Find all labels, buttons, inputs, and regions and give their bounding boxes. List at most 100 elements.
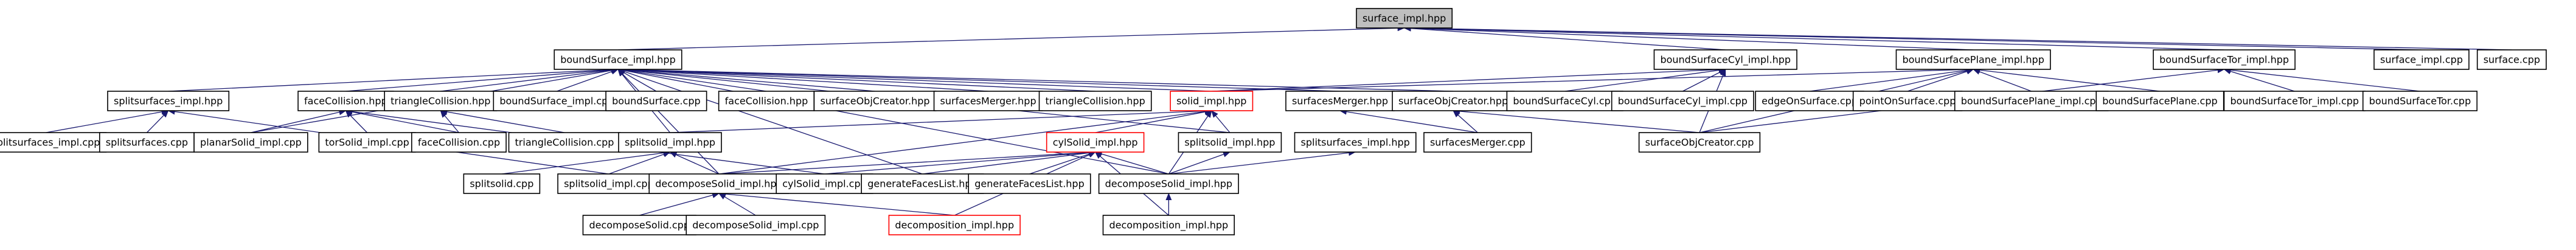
edge-19: [617, 69, 720, 175]
include-edge: [1973, 67, 2161, 92]
node-boundSurfaceTor-impl-hpp[interactable]: boundSurfaceTor_impl.hpp: [2153, 49, 2296, 70]
node-label: faceCollision.hpp: [725, 95, 808, 107]
include-edge: [501, 150, 671, 175]
node-generateFacesList-hpp-b[interactable]: generateFacesList.hpp: [968, 173, 1091, 194]
include-edge: [1094, 151, 1169, 175]
node-label: torSolid_impl.cpp: [325, 137, 409, 149]
node-box: [1423, 132, 1532, 153]
node-boundSurfacePlane-impl-cpp[interactable]: boundSurfacePlane_impl.cpp: [1954, 91, 2109, 111]
node-label: splitsolid_impl.hpp: [625, 137, 715, 149]
include-edge: [1029, 151, 1096, 175]
include-edge: [1453, 110, 1478, 133]
node-boundSurfaceTor-impl-cpp[interactable]: boundSurfaceTor_impl.cpp: [2223, 91, 2366, 111]
node-boundSurface-impl-cpp[interactable]: boundSurface_impl.cpp: [493, 91, 621, 111]
node-boundSurfaceCyl-impl-cpp[interactable]: boundSurfaceCyl_impl.cpp: [1611, 91, 1754, 111]
node-box: [297, 91, 394, 111]
node-splitsurfaces-impl-cpp[interactable]: splitsurfaces_impl.cpp: [0, 132, 107, 153]
node-boundSurfaceCyl-cpp[interactable]: boundSurfaceCyl.cpp: [1506, 91, 1623, 111]
node-faceCollision-cpp[interactable]: faceCollision.cpp: [411, 132, 507, 153]
edge-26: [1682, 69, 1726, 92]
node-decomposeSolid-impl-hpp-a[interactable]: decomposeSolid_impl.hpp: [648, 173, 790, 194]
include-edge: [557, 68, 619, 92]
node-edgeOnSurface-cpp[interactable]: edgeOnSurface.cpp: [1755, 91, 1864, 111]
edge-3: [1403, 25, 2224, 50]
node-decomposition-impl-hpp[interactable]: decomposition_impl.hpp: [1102, 215, 1235, 235]
include-edge: [1453, 108, 1700, 133]
node-box: [776, 173, 873, 194]
node-splitsolid-impl-cpp[interactable]: splitsolid_impl.cpp: [557, 173, 661, 194]
node-torSolid-impl-cpp[interactable]: torSolid_impl.cpp: [318, 132, 416, 153]
node-surface-cpp[interactable]: surface.cpp: [2476, 49, 2547, 70]
node-solid-impl-hpp[interactable]: solid_impl.hpp: [1170, 91, 1254, 111]
include-edge: [639, 192, 720, 216]
node-surfacesMerger-hpp-b[interactable]: surfacesMerger.hpp: [1285, 91, 1395, 111]
node-faceCollision-hpp-a[interactable]: faceCollision.hpp: [297, 91, 394, 111]
edges: [46, 25, 2512, 216]
node-splitsurfaces-cpp[interactable]: splitsurfaces.cpp: [99, 132, 195, 153]
edge-11: [617, 67, 767, 92]
node-surface-impl-cpp[interactable]: surface_impl.cpp: [2373, 49, 2470, 70]
node-triangleCollision-cpp[interactable]: triangleCollision.cpp: [508, 132, 621, 153]
node-label: decomposeSolid_impl.hpp: [1105, 178, 1232, 190]
node-surfacesMerger-hpp-a[interactable]: surfacesMerger.hpp: [933, 91, 1043, 111]
node-triangleCollision-hpp-b[interactable]: triangleCollision.hpp: [1038, 91, 1152, 111]
edge-65: [1168, 150, 1356, 175]
node-box: [1046, 132, 1145, 153]
node-surface-impl-hpp[interactable]: surface_impl.hpp: [1356, 8, 1453, 29]
node-box: [1653, 49, 1797, 70]
edge-40: [251, 109, 347, 133]
node-splitsurfaces-impl-hpp-a[interactable]: splitsurfaces_impl.hpp: [107, 91, 230, 111]
node-decomposeSolid-impl-hpp-b[interactable]: decomposeSolid_impl.hpp: [1098, 173, 1239, 194]
include-edge: [617, 25, 1405, 50]
edge-9: [557, 68, 619, 92]
node-boundSurfaceCyl-impl-hpp[interactable]: boundSurfaceCyl_impl.hpp: [1653, 49, 1797, 70]
node-splitsurfaces-impl-hpp-b[interactable]: splitsurfaces_impl.hpp: [1294, 132, 1417, 153]
node-box: [2095, 91, 2224, 111]
node-label: pointOnSurface.cpp: [1859, 95, 1956, 107]
node-label: surfaceObjCreator.cpp: [1645, 137, 1754, 148]
include-edge: [1682, 69, 1726, 92]
node-cylSolid-impl-cpp[interactable]: cylSolid_impl.cpp: [776, 173, 873, 194]
node-splitsolid-impl-hpp[interactable]: splitsolid_impl.hpp: [618, 132, 722, 153]
node-label: generateFacesList.hpp: [867, 178, 977, 190]
node-generateFacesList-hpp[interactable]: generateFacesList.hpp: [861, 173, 984, 194]
node-surfaceObjCreator-hpp-a[interactable]: surfaceObjCreator.hpp: [813, 91, 937, 111]
include-edge: [345, 66, 619, 92]
include-edge: [608, 151, 671, 175]
include-edge: [1168, 151, 1231, 175]
node-decomposeSolid-impl-cpp[interactable]: decomposeSolid_impl.cpp: [686, 215, 826, 235]
node-box: [582, 215, 696, 235]
node-box: [605, 91, 707, 111]
edge-61: [1094, 151, 1169, 175]
node-triangleCollision-hpp-a[interactable]: triangleCollision.hpp: [384, 91, 498, 111]
edge-47: [1095, 109, 1212, 133]
node-box: [968, 173, 1091, 194]
edge-45: [440, 108, 565, 133]
edge-50: [718, 108, 1212, 175]
node-decomposeSolid-cpp[interactable]: decomposeSolid.cpp: [582, 215, 696, 235]
node-cylSolid-impl-hpp[interactable]: cylSolid_impl.hpp: [1046, 132, 1145, 153]
include-edge: [1403, 25, 1726, 50]
node-faceCollision-hpp-b[interactable]: faceCollision.hpp: [718, 91, 815, 111]
node-splitsolid-cpp[interactable]: splitsolid.cpp: [463, 173, 541, 194]
node-decomposition-impl-hpp-red[interactable]: decomposition_impl.hpp: [888, 215, 1021, 235]
node-surfaceObjCreator-cpp[interactable]: surfaceObjCreator.cpp: [1638, 132, 1761, 153]
node-boundSurface-impl-hpp[interactable]: boundSurface_impl.hpp: [554, 49, 682, 70]
edge-12: [617, 66, 875, 92]
node-surfacesMerger-cpp[interactable]: surfacesMerger.cpp: [1423, 132, 1532, 153]
node-boundSurfacePlane-impl-hpp[interactable]: boundSurfacePlane_impl.hpp: [1895, 49, 2051, 70]
node-boundSurface-cpp[interactable]: boundSurface.cpp: [605, 91, 707, 111]
include-edge: [1907, 68, 1974, 92]
node-surfaceObjCreator-hpp-b[interactable]: surfaceObjCreator.hpp: [1392, 91, 1515, 111]
include-edge: [617, 66, 988, 92]
node-splitsolid-impl-hpp-b[interactable]: splitsolid_impl.hpp: [1178, 132, 1282, 153]
node-box: [1356, 8, 1453, 29]
node-label: triangleCollision.hpp: [1046, 95, 1145, 107]
node-pointOnSurface-cpp[interactable]: pointOnSurface.cpp: [1852, 91, 1963, 111]
node-planarSolid-impl-cpp[interactable]: planarSolid_impl.cpp: [193, 132, 308, 153]
node-boundSurfaceTor-cpp[interactable]: boundSurfaceTor.cpp: [2362, 91, 2478, 111]
edge-58: [824, 149, 1096, 175]
node-boundSurfacePlane-cpp[interactable]: boundSurfacePlane.cpp: [2095, 91, 2224, 111]
node-box: [618, 132, 722, 153]
